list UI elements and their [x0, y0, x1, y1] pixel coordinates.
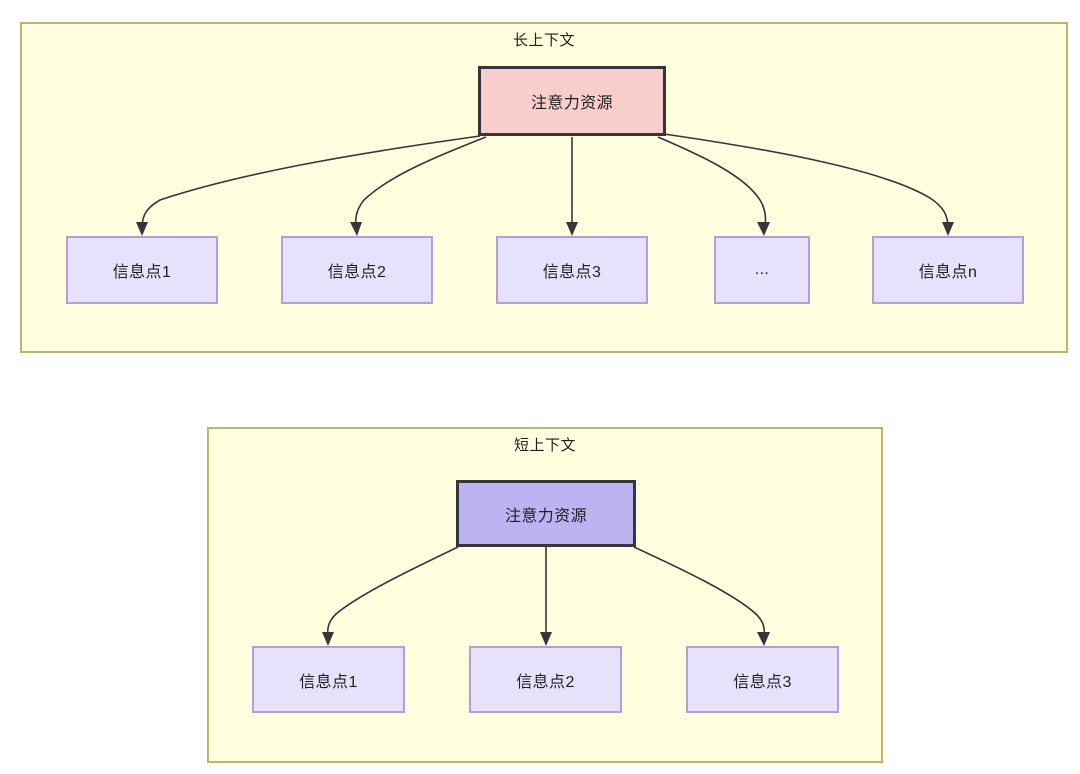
node-info-point-2-short[interactable]: 信息点2 — [469, 646, 622, 713]
node-attention-resource-short[interactable]: 注意力资源 — [456, 480, 636, 547]
node-info-point-ellipsis-long[interactable]: ... — [714, 236, 810, 304]
node-attention-resource-long[interactable]: 注意力资源 — [478, 66, 666, 136]
node-info-point-n-long[interactable]: 信息点n — [872, 236, 1024, 304]
panel-short-context-title: 短上下文 — [513, 437, 576, 454]
node-info-point-3-short[interactable]: 信息点3 — [686, 646, 839, 713]
node-info-point-3-long[interactable]: 信息点3 — [496, 236, 648, 304]
node-info-point-1-long[interactable]: 信息点1 — [66, 236, 218, 304]
node-info-point-1-short[interactable]: 信息点1 — [252, 646, 405, 713]
node-info-point-2-long[interactable]: 信息点2 — [281, 236, 433, 304]
panel-long-context-title: 长上下文 — [512, 32, 575, 49]
